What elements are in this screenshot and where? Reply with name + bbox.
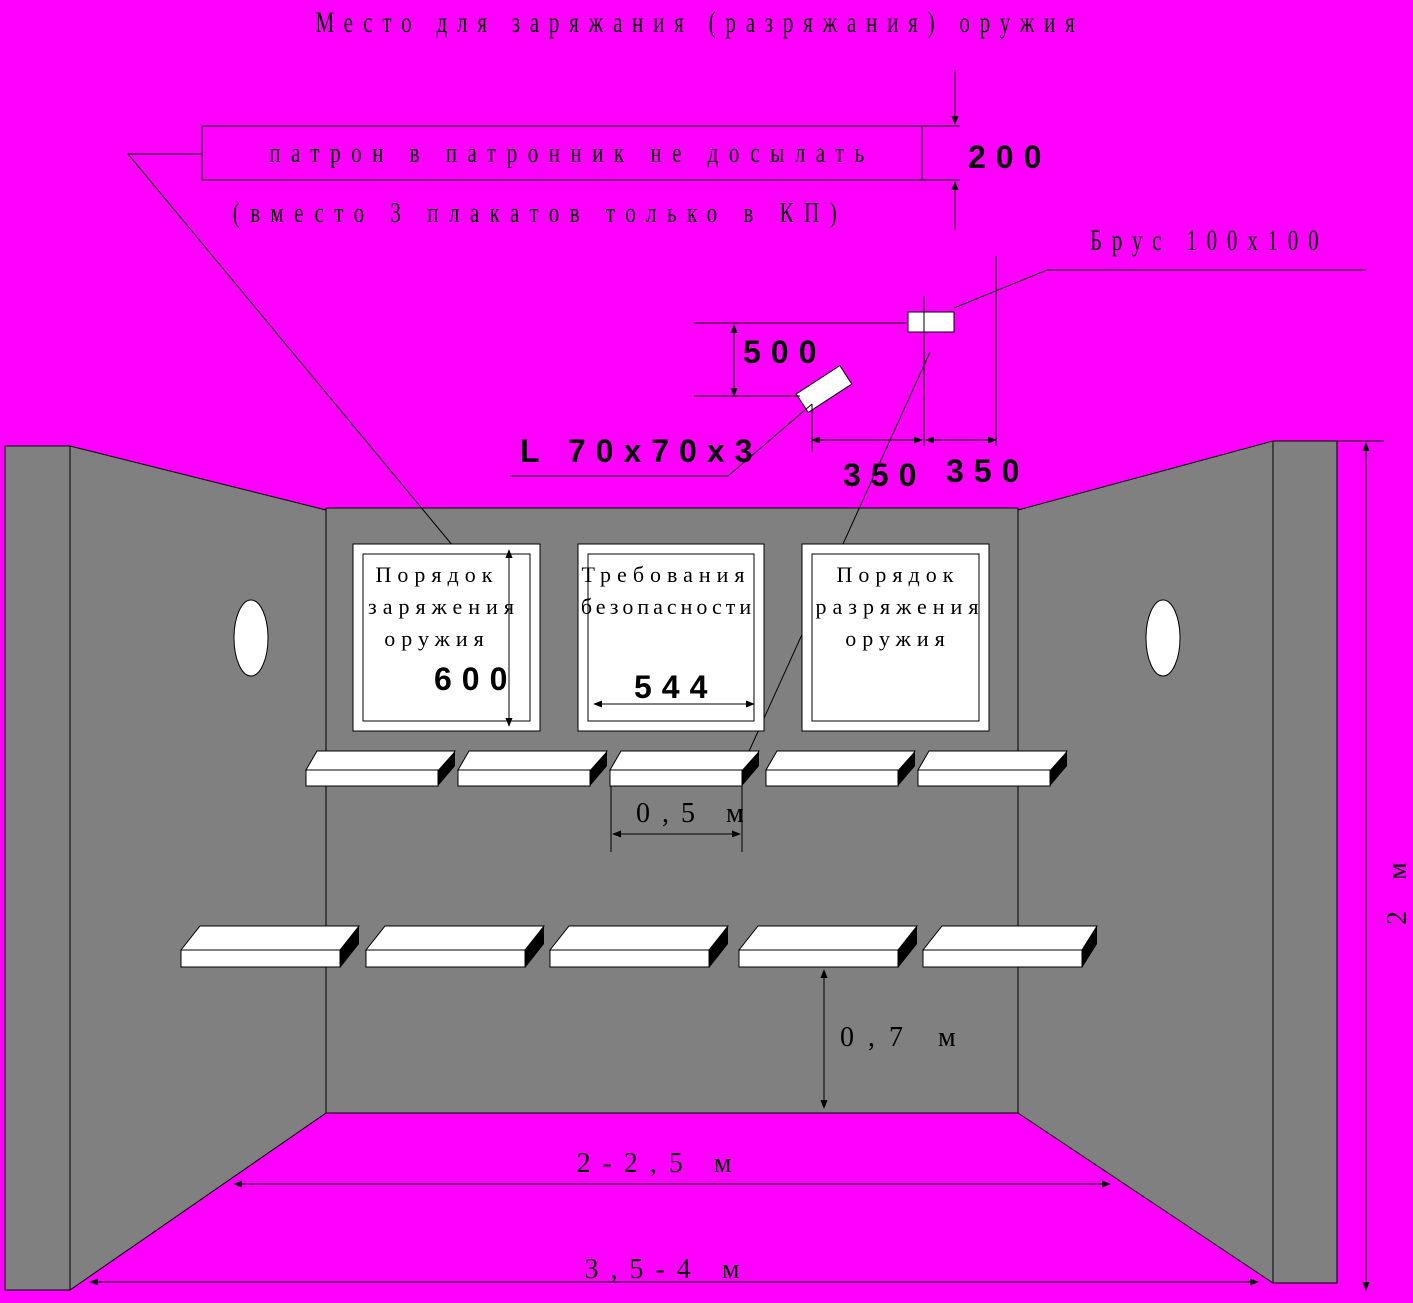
right-wall-post — [1272, 440, 1338, 1284]
angle-leader — [510, 403, 813, 477]
lower-shelf-3 — [548, 925, 730, 968]
poster-3-line-2: разряжения — [816, 594, 985, 619]
upper-shelves: 0,5 м — [305, 750, 1068, 852]
poster-1: Порядок заряжения оружия 600 — [352, 543, 541, 732]
beam-section — [907, 311, 955, 333]
room-height-label: 2 м — [1382, 850, 1413, 925]
banner-leader — [126, 153, 459, 553]
lower-shelf-2 — [364, 925, 546, 968]
poster-2-line-1: Требования — [581, 562, 750, 587]
beam-callouts: Брус 100х100 500 350 350 L 70х70х3 — [510, 223, 1366, 759]
lower-shelf-4 — [737, 925, 919, 968]
left-side-wall — [69, 445, 327, 1291]
vgap-label: 500 — [743, 334, 826, 370]
poster-1-inner — [362, 553, 531, 722]
angle-label: L 70х70х3 — [520, 433, 762, 469]
upper-shelf-3 — [609, 750, 760, 787]
lower-shelf-5 — [921, 925, 1098, 968]
left-wall-hole — [233, 599, 269, 677]
poster-3: Порядок разряжения оружия — [801, 543, 990, 732]
inner-width-label: 2-2,5 м — [576, 1148, 743, 1179]
lower-shelf-1 — [179, 925, 361, 968]
poster-1-line-2: заряжения — [368, 594, 520, 619]
left-wall-post — [4, 445, 71, 1291]
poster-2-line-2: безопасности — [581, 594, 755, 619]
lower-shelves: 0,7 м — [179, 925, 1098, 1109]
poster-3-line-1: Порядок — [837, 562, 960, 587]
upper-shelf-5 — [917, 750, 1068, 787]
poster-2: Требования безопасности 544 — [577, 543, 765, 732]
banner-text: патрон в патронник не досылать — [269, 138, 875, 169]
poster-3-inner — [811, 553, 980, 722]
banner-group: патрон в патронник не досылать (вместо 3… — [126, 70, 1051, 553]
banner-height-label: 200 — [968, 139, 1051, 175]
hgap-right-label: 350 — [946, 453, 1029, 489]
diagram-title: Место для заряжания (разряжания) оружия — [315, 5, 1084, 39]
lower-shelf-height-label: 0,7 м — [840, 1022, 970, 1053]
outer-width-label: 3,5-4 м — [584, 1254, 751, 1285]
banner-note: (вместо 3 плакатов только в КП) — [233, 198, 847, 229]
right-wall-hole — [1145, 599, 1181, 677]
beam-leader — [953, 269, 1366, 309]
poster-1-line-1: Порядок — [376, 562, 499, 587]
upper-shelf-4 — [765, 750, 916, 787]
poster-3-line-3: оружия — [845, 626, 951, 651]
poster-2-dim-label: 544 — [634, 669, 717, 705]
right-side-wall — [1017, 440, 1274, 1284]
banner-plate — [201, 125, 923, 181]
overall-dimensions: 2-2,5 м 3,5-4 м 2 м — [89, 440, 1413, 1291]
angle-section — [795, 364, 853, 414]
poster-1-dim-label: 600 — [434, 661, 517, 697]
poster-1-line-3: оружия — [384, 626, 490, 651]
poster-2-inner — [587, 553, 755, 722]
shelf-spacing-label: 0,5 м — [636, 798, 756, 829]
upper-shelf-2 — [457, 750, 608, 787]
upper-shelf-1 — [305, 750, 456, 787]
hgap-left-label: 350 — [843, 457, 926, 493]
beam-label: Брус 100х100 — [1090, 223, 1328, 257]
